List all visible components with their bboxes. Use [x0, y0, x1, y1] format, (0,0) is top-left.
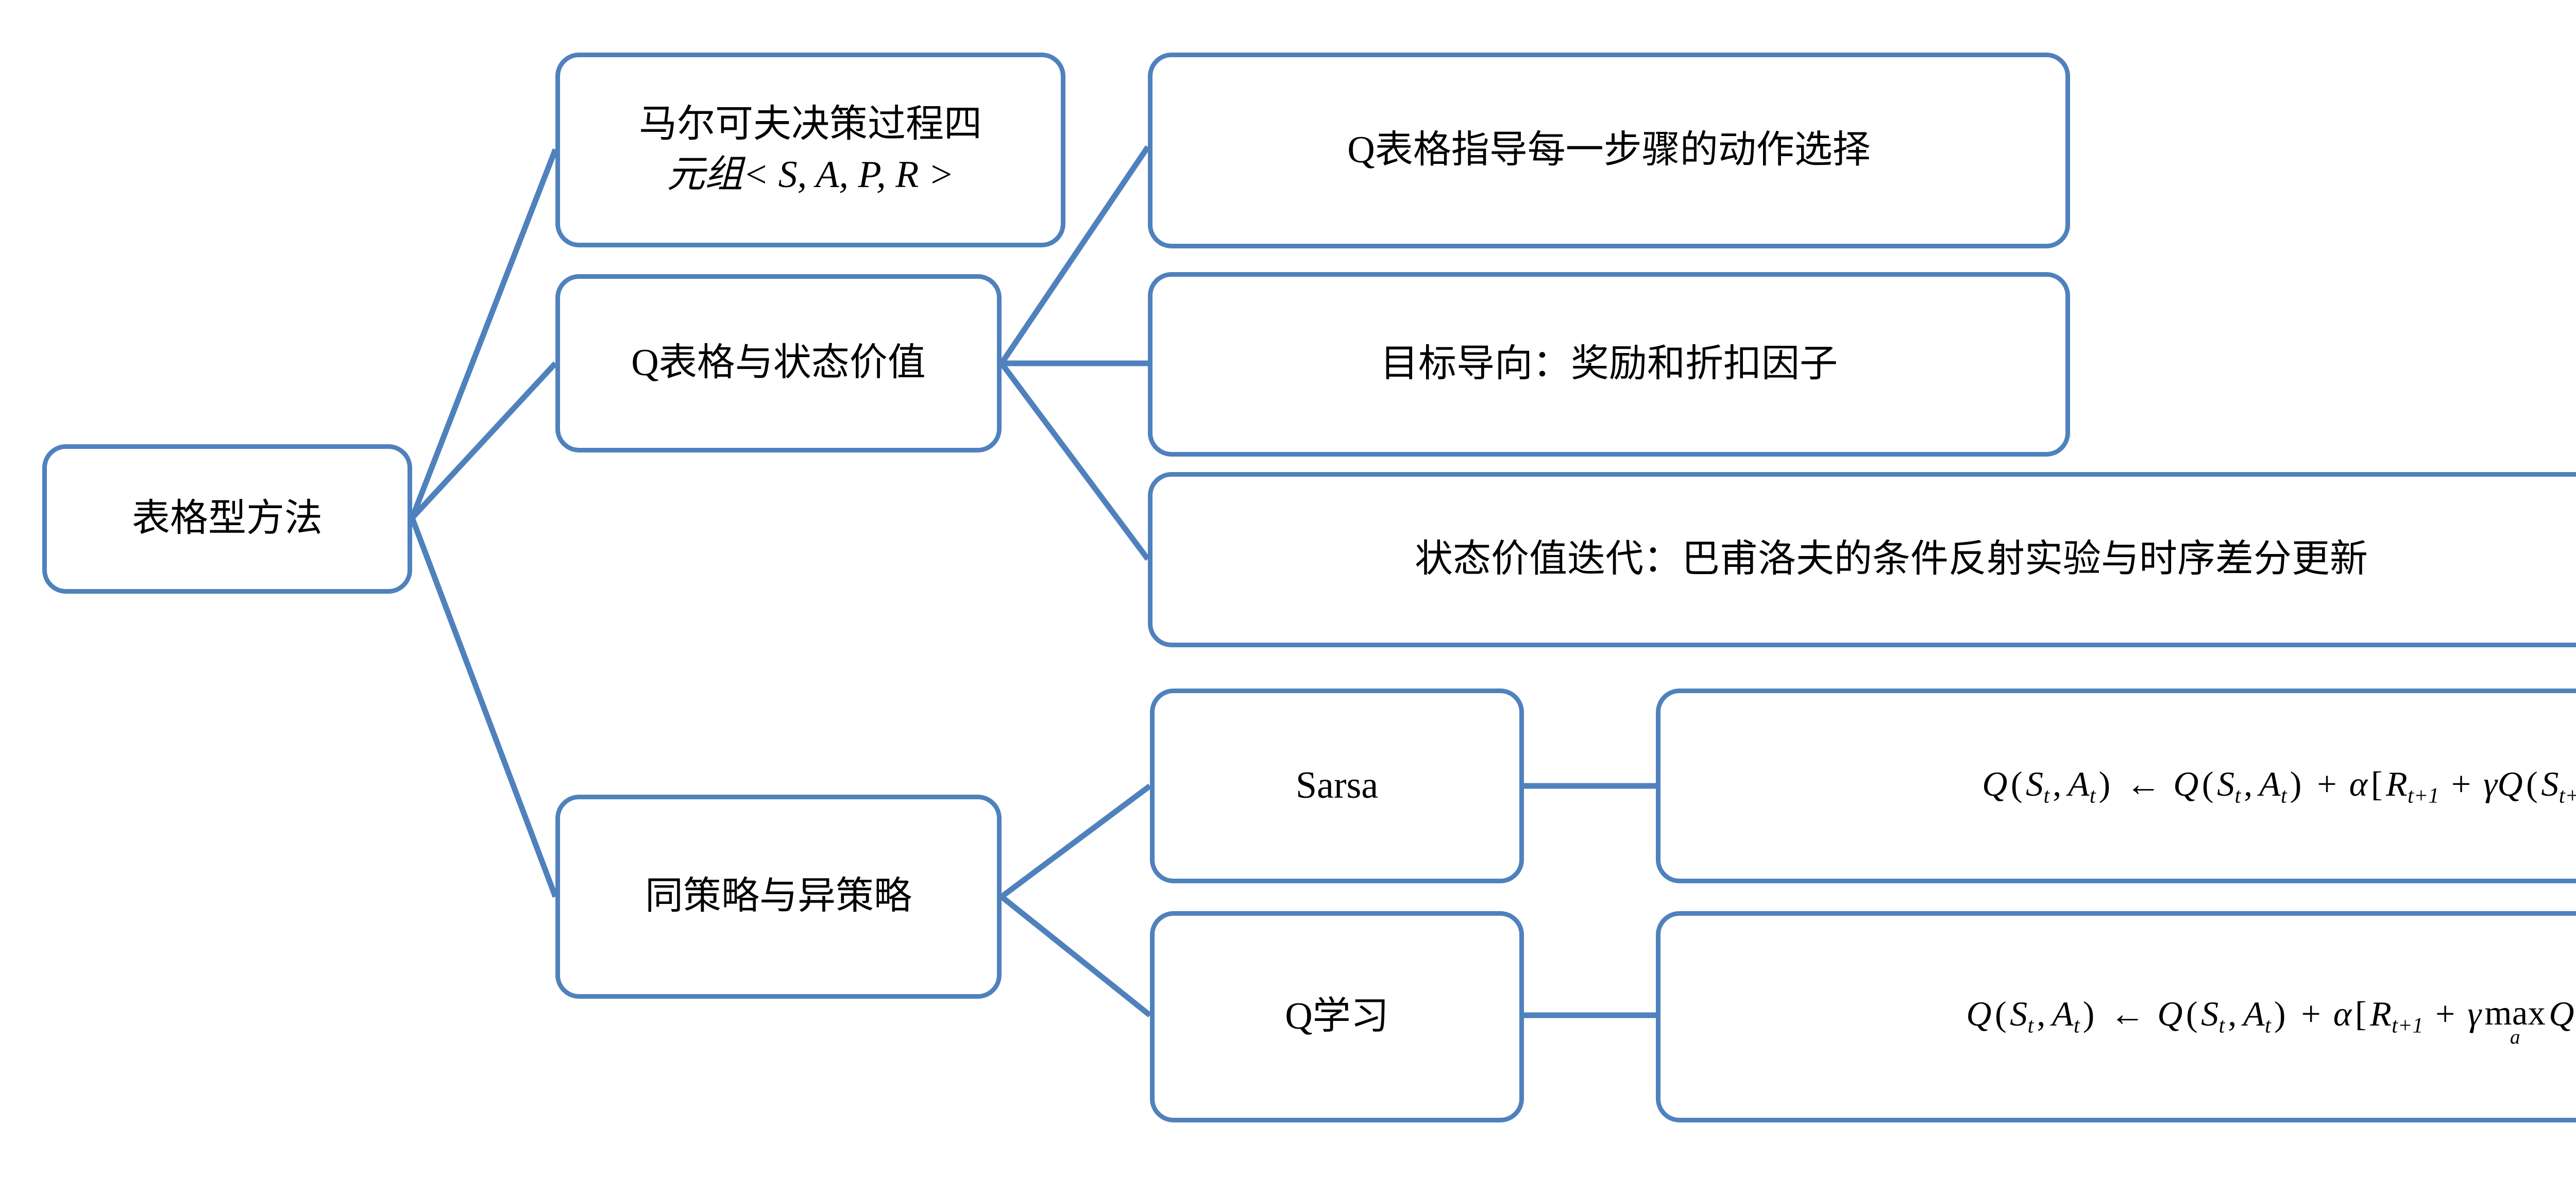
node-qlearning-formula[interactable]: Q(St, At) ← Q(St, At) + α[Rt+1 + γmaxaQ(…	[1656, 911, 2576, 1122]
node-action-select-label: Q表格指导每一步骤的动作选择	[1347, 129, 1871, 172]
node-root-label: 表格型方法	[132, 497, 323, 540]
link-policy-to-sarsa	[999, 783, 1152, 899]
link-root-to-qtable	[410, 361, 558, 520]
node-qlearning-label: Q学习	[1285, 995, 1389, 1038]
node-qlearning[interactable]: Q学习	[1150, 911, 1524, 1122]
node-sarsa-formula[interactable]: Q(St, At) ← Q(St, At) + α[Rt+1 + γQ(St+1…	[1656, 689, 2576, 883]
link-qtable-to-value-iter	[999, 361, 1150, 561]
node-sarsa[interactable]: Sarsa	[1150, 689, 1524, 883]
node-goal-oriented[interactable]: 目标导向：奖励和折扣因子	[1148, 272, 2070, 457]
node-mdp-label-line2: 元组< S, A, P, R >	[667, 154, 954, 196]
node-root[interactable]: 表格型方法	[42, 444, 412, 594]
node-policy[interactable]: 同策略与异策略	[555, 795, 1002, 999]
node-value-iteration-label: 状态价值迭代：巴甫洛夫的条件反射实验与时序差分更新	[1415, 538, 2368, 581]
node-mdp-label: 马尔可夫决策过程四 元组< S, A, P, R >	[625, 99, 995, 200]
link-root-to-policy	[409, 517, 558, 898]
qlearning-formula-expression: Q(St, At) ← Q(St, At) + α[Rt+1 + γmaxaQ(…	[1966, 993, 2574, 1048]
node-mdp[interactable]: 马尔可夫决策过程四 元组< S, A, P, R >	[555, 53, 1065, 247]
sarsa-formula-expression: Q(St, At) ← Q(St, At) + α[Rt+1 + γQ(St+1…	[1982, 764, 2576, 808]
node-action-select[interactable]: Q表格指导每一步骤的动作选择	[1148, 53, 2070, 248]
node-value-iteration[interactable]: 状态价值迭代：巴甫洛夫的条件反射实验与时序差分更新	[1148, 472, 2576, 647]
node-qtable[interactable]: Q表格与状态价值	[555, 274, 1002, 452]
node-policy-label: 同策略与异策略	[645, 875, 912, 918]
node-mdp-label-line1: 马尔可夫决策过程四	[639, 103, 982, 146]
node-sarsa-label: Sarsa	[1295, 764, 1379, 807]
node-goal-oriented-label: 目标导向：奖励和折扣因子	[1380, 343, 1838, 385]
link-policy-to-qlearning	[999, 894, 1152, 1018]
link-root-to-mdp	[409, 148, 558, 519]
node-qtable-label: Q表格与状态价值	[631, 342, 926, 384]
